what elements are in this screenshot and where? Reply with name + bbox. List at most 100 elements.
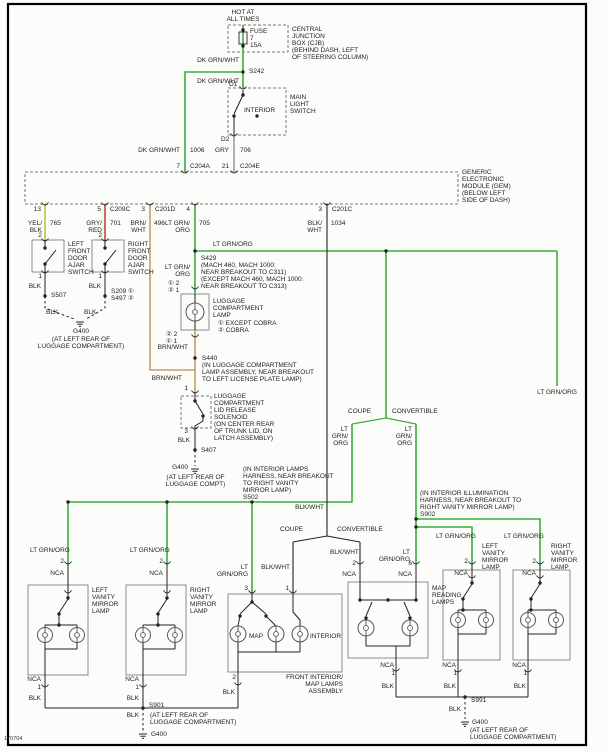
label-main-light-switch: MAIN LIGHT SWITCH [290, 94, 316, 115]
label-nca-van-l: NCA [50, 570, 64, 577]
connector-pin-icon [524, 669, 532, 673]
connector-pin-icon [239, 86, 247, 90]
label-wire-dk-grn-wht-a: DK GRN/WHT [197, 57, 239, 64]
label-splice-s429-note: S429 (MACH 460, MACH 1000: NEAR BREAKOUT… [201, 255, 304, 290]
box-right-door-switch-box [91, 239, 125, 273]
label-ground-g400-b-note: (AT LEFT REAR OF LUGGAGE COMPT) [165, 474, 226, 488]
label-ldoor-pin-1: 1 [38, 273, 42, 280]
connector-pin-icon [181, 170, 189, 174]
label-ground-g400-a-note: (AT LEFT REAR OF LUGGAGE COMPARTMENT) [37, 336, 125, 350]
connector-pin-icon [191, 334, 199, 338]
label-gem-label: GENERIC ELECTRONIC MODULE (GEM) (BELOW L… [462, 169, 511, 204]
wire-right-vanity-coupe-i1 [157, 598, 168, 614]
bulb-icon [185, 302, 205, 322]
label-blk-van-r: BLK [126, 695, 139, 702]
fuse-icon [238, 31, 248, 45]
bulb-icon [167, 627, 183, 643]
connector-pin-icon [146, 202, 154, 206]
label-conn-c209c: C209C [110, 206, 131, 213]
connector-pin-icon [468, 575, 476, 579]
label-cjb-note: CENTRAL JUNCTION BOX (CJB) (BEHIND DASH,… [292, 26, 369, 61]
label-wire-gry-red: GRY/ RED [86, 220, 102, 234]
label-blk-conv-l: BLK [443, 683, 456, 690]
junction-dot [156, 612, 160, 616]
bulb-icon [69, 627, 85, 643]
wire-asm-blade1 [239, 601, 253, 615]
connector-pin-icon [101, 202, 109, 206]
wire-conv-jog [416, 526, 473, 563]
connector-pin-icon [163, 561, 171, 565]
junction-dot [461, 597, 465, 601]
label-circuit-765: 765 [50, 220, 61, 227]
label-feed-conv-l: LT GRN/ORG [436, 533, 476, 540]
label-pin-d1: D1 [229, 81, 238, 88]
label-legend-cobra: ① EXCEPT COBRA ② COBRA [218, 320, 277, 334]
connector-pin-icon [41, 684, 49, 688]
label-circuit-1034: 1034 [331, 220, 346, 227]
connector-pin-icon [64, 590, 72, 594]
connector-pin-icon [356, 561, 364, 565]
label-wire-lt-grn-org-stub: LT GRN/ORG [537, 389, 577, 396]
connector-pin-icon [41, 202, 49, 206]
bulb-icon [520, 612, 536, 628]
bulb-icon [357, 619, 375, 637]
junction-dot [264, 614, 268, 618]
connector-pin-icon [412, 561, 420, 565]
label-blk-van-l: BLK [28, 695, 41, 702]
label-gem-pin-7: 7 [176, 163, 180, 170]
junction-dot [386, 598, 390, 602]
connector-pin-icon [191, 426, 199, 430]
label-gem-pin-5: 5 [97, 206, 101, 213]
label-feed-van-r: LT GRN/ORG [130, 547, 170, 554]
label-lid-release-solenoid: LUGGAGE COMPARTMENT LID RELEASE SOLENOID… [214, 393, 275, 442]
junction-dot [193, 249, 197, 253]
box-main-light-switch-box [227, 87, 287, 136]
wire-rd-blade [104, 249, 117, 265]
junction-dot [255, 114, 259, 118]
label-nca-van-r-out: NCA [125, 676, 139, 683]
wire-split-bracket-green [351, 417, 417, 425]
label-asm-pin-2: 2 [232, 674, 236, 681]
wire-left-vanity-coupe-i1 [58, 598, 69, 614]
wire-mr-blade1 [365, 601, 373, 617]
label-blk-asm: BLK [222, 689, 235, 696]
label-blk-conv-r: BLK [513, 683, 526, 690]
label-wire-blk-sol: BLK [177, 437, 190, 444]
label-left-vanity-coupe-label: LEFT VANITY MIRROR LAMP [92, 587, 119, 615]
label-nca-conv-r-out: NCA [512, 662, 526, 669]
wire-sol-link [194, 416, 204, 428]
wire-asm-drop2 [265, 615, 277, 627]
junction-dot [408, 616, 412, 620]
label-van-l-pin-1: 1 [37, 684, 41, 691]
label-map-reading-lamps-label: MAP READING LAMPS [432, 585, 462, 606]
label-ground-g400-d-note: (AT LEFT REAR OF LUGGAGE COMPARTMENT) [470, 727, 557, 741]
label-right-vanity-coupe-label: RIGHT VANITY MIRROR LAMP [190, 587, 217, 615]
label-conv-r-pin-1: 1 [523, 670, 527, 677]
junction-dot [165, 596, 169, 600]
junction-dot [57, 612, 61, 616]
junction-dot [193, 399, 197, 403]
junction-dot [103, 294, 107, 298]
junction-dot [414, 525, 418, 529]
connector-pin-icon [191, 202, 199, 206]
label-gem-pin-13: 13 [33, 206, 41, 213]
label-mr-pin-1: 1 [391, 670, 395, 677]
label-nca-conv-r: NCA [522, 570, 536, 577]
label-wire-gry: GRY [215, 147, 229, 154]
junction-dot [66, 596, 70, 600]
box-map-reading-lamps-box [347, 581, 429, 659]
junction-dot [238, 614, 242, 618]
box-left-vanity-coupe [27, 584, 89, 676]
ground-icon [76, 321, 84, 327]
label-circuit-706: 706 [240, 147, 251, 154]
label-splice-s901: S901 [149, 702, 165, 709]
label-solenoid-pin-1: 1 [184, 385, 188, 392]
bulb-icon [548, 612, 564, 628]
label-circuit-701: 701 [110, 220, 121, 227]
junction-dot [193, 448, 197, 452]
junction-dot [414, 598, 418, 602]
label-nca-conv-l: NCA [454, 570, 468, 577]
label-wire-yel-blk: YEL/ BLK [27, 220, 42, 234]
box-front-interior-map-lamps-box [227, 593, 343, 673]
